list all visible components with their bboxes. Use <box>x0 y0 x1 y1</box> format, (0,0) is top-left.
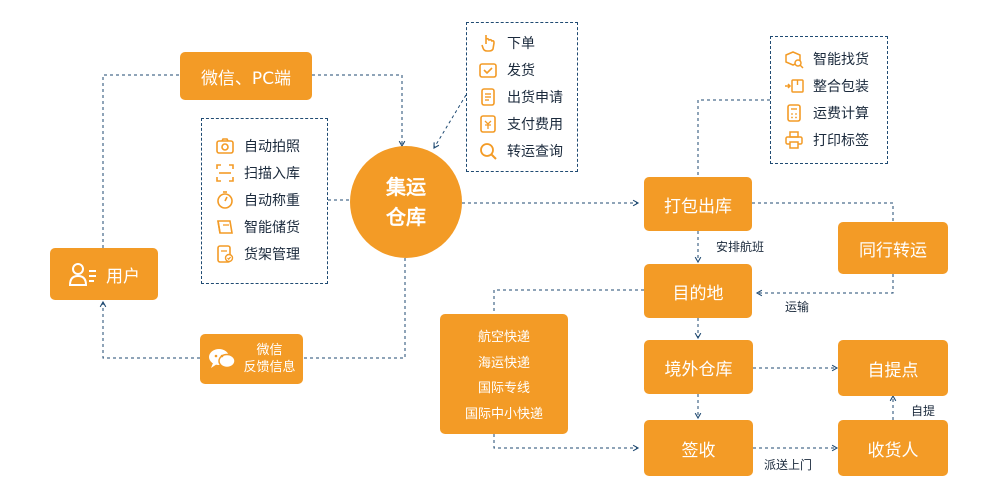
order-item: 转运查询 <box>477 137 577 164</box>
feedback-label-line1: 微信 <box>256 343 283 358</box>
sign-node: 签收 <box>644 420 753 476</box>
shelf-icon <box>214 243 236 265</box>
order-item: 下单 <box>477 29 577 56</box>
pack-item-label: 运费计算 <box>813 105 869 122</box>
user-node: 用户 <box>50 248 158 300</box>
printer-icon <box>783 129 805 151</box>
pack-item: 整合包装 <box>783 72 887 99</box>
feedback-node: 微信 反馈信息 <box>200 334 303 384</box>
order-item-label: 转运查询 <box>507 143 563 160</box>
order-item: 发货 <box>477 56 577 83</box>
pack-item: 运费计算 <box>783 99 887 126</box>
warehouse-item: 扫描入库 <box>214 159 327 186</box>
edge-label-self-pickup: 自提 <box>911 404 936 418</box>
edge-label-flight: 安排航班 <box>716 240 765 254</box>
package-search-icon <box>783 48 805 70</box>
shipping-method: 海运快递 <box>477 355 530 371</box>
shipping-methods-box: 航空快递 海运快递 国际专线 国际中小快递 <box>440 314 568 434</box>
consolidation-warehouse-hub: 集运 仓库 <box>350 146 462 258</box>
scan-icon <box>214 162 236 184</box>
pack-item-label: 智能找货 <box>813 51 869 68</box>
hand-pointer-icon <box>477 32 499 54</box>
pack-features-box: 智能找货 整合包装 运费计算 打印标签 <box>770 36 888 164</box>
calculator-icon <box>783 102 805 124</box>
pickup-point-label: 自提点 <box>867 360 919 381</box>
warehouse-item-label: 自动称重 <box>244 192 300 209</box>
storage-icon <box>214 216 236 238</box>
order-item: 出货申请 <box>477 83 577 110</box>
pickup-point-node: 自提点 <box>838 340 948 396</box>
camera-icon <box>214 135 236 157</box>
shipping-method: 国际专线 <box>477 381 530 397</box>
pack-item: 智能找货 <box>783 45 887 72</box>
pack-item-label: 打印标签 <box>813 132 869 149</box>
edge-label-transport: 运输 <box>785 300 810 314</box>
peer-transfer-node: 同行转运 <box>838 222 948 274</box>
peer-transfer-label: 同行转运 <box>859 240 927 261</box>
warehouse-item: 智能储货 <box>214 213 327 240</box>
edge-label-door-delivery: 派送上门 <box>764 458 813 472</box>
order-item-label: 下单 <box>507 35 535 52</box>
order-item-label: 出货申请 <box>507 89 563 106</box>
pack-item-label: 整合包装 <box>813 78 869 95</box>
wechat-pc-node: 微信、PC端 <box>180 52 312 100</box>
pack-item: 打印标签 <box>783 126 887 153</box>
package-merge-icon <box>783 75 805 97</box>
hub-label-line2: 仓库 <box>386 205 426 229</box>
order-item-label: 支付费用 <box>507 116 563 133</box>
order-process-box: 下单 发货 出货申请 支付费用 转运查询 <box>466 22 578 172</box>
overseas-warehouse-node: 境外仓库 <box>644 340 753 394</box>
payment-icon <box>477 113 499 135</box>
warehouse-item-label: 自动拍照 <box>244 138 300 155</box>
warehouse-item: 自动称重 <box>214 186 327 213</box>
receiver-node: 收货人 <box>838 420 948 476</box>
warehouse-item-label: 扫描入库 <box>244 165 300 182</box>
warehouse-features-box: 自动拍照 扫描入库 自动称重 智能储货 货架管理 <box>201 118 328 284</box>
overseas-warehouse-label: 境外仓库 <box>664 359 733 380</box>
order-item: 支付费用 <box>477 110 577 137</box>
warehouse-item: 自动拍照 <box>214 132 327 159</box>
wechat-chat-icon <box>207 346 237 372</box>
hub-label-line1: 集运 <box>386 175 426 199</box>
wechat-pc-label: 微信、PC端 <box>200 68 292 89</box>
checkbox-icon <box>477 59 499 81</box>
pack-out-label: 打包出库 <box>664 196 732 217</box>
warehouse-item: 货架管理 <box>214 240 327 267</box>
user-label: 用户 <box>106 266 140 287</box>
sign-label: 签收 <box>681 440 716 461</box>
pack-out-node: 打包出库 <box>644 177 752 231</box>
search-icon <box>477 140 499 162</box>
order-item-label: 发货 <box>507 62 535 79</box>
warehouse-item-label: 智能储货 <box>244 219 300 236</box>
warehouse-item-label: 货架管理 <box>244 246 300 263</box>
destination-node: 目的地 <box>644 264 752 318</box>
feedback-label-line2: 反馈信息 <box>243 360 296 375</box>
user-icon <box>68 261 98 287</box>
shipping-method: 航空快递 <box>477 330 530 346</box>
document-icon <box>477 86 499 108</box>
shipping-method: 国际中小快递 <box>464 406 543 422</box>
timer-icon <box>214 189 236 211</box>
receiver-label: 收货人 <box>867 440 919 461</box>
destination-label: 目的地 <box>672 283 724 304</box>
